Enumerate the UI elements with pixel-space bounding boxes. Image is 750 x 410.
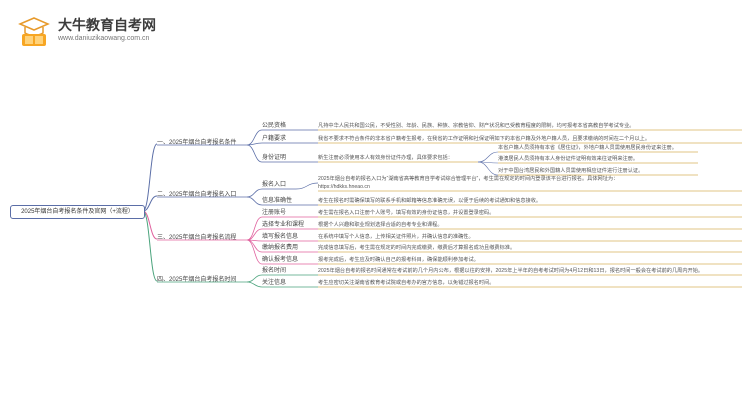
- section-label: 三、2025年烟台自考报名流程: [157, 235, 237, 241]
- mind-map-root: 2025年烟台自考报名条件及官网（+流程）: [10, 205, 145, 219]
- connector-line: [246, 274, 263, 283]
- section-label: 二、2025年烟台自考报名入口: [157, 192, 237, 198]
- item-label: 注册账号: [262, 210, 287, 216]
- item-detail: 本省户籍人员须持有本省《居住证》，外地户籍人员需使用居民身份证来注册。: [498, 145, 677, 151]
- item-label: 缴纳报名费用: [262, 245, 299, 251]
- item-detail: 考生需在报名入口注册个人账号，填写有效的身份证信息，并设置登录密码。: [318, 210, 495, 216]
- item-detail-lead: 新生注册必须使用本人有效身份证件办理，具体要求包括：: [318, 155, 453, 161]
- item-detail: https://hdkks.hneao.cn: [318, 184, 370, 190]
- item-detail: 考生在报名时需确保填写的联系手机和邮箱等信息准确无误，以便于后续的考试通知和信息…: [318, 198, 542, 204]
- item-label: 身份证明: [262, 155, 287, 161]
- item-label: 公民资格: [262, 123, 287, 129]
- graduation-cap-book-icon: [18, 17, 50, 46]
- item-detail: 2025年烟台自考的报名入口为“湖南省高等教育自学考试综合管理平台”，考生需在规…: [318, 176, 619, 182]
- connector-line: [246, 144, 263, 163]
- item-label: 选择专业和课程: [262, 222, 305, 228]
- item-label: 信息准确性: [262, 198, 293, 204]
- connector-line: [246, 281, 263, 288]
- brand-name[interactable]: 大牛教育自考网: [58, 17, 156, 33]
- item-detail: 根据个人兴趣和职业规划选择合适的自考专业和课程。: [318, 222, 443, 228]
- item-detail: 2025年烟台自考的报名时间通常在考试前的几个月内公布，根据以往的安排，2025…: [318, 268, 704, 274]
- item-label: 确认报考信息: [262, 257, 299, 263]
- item-label: 报名时间: [262, 268, 287, 274]
- item-label: 填写报名信息: [262, 234, 299, 240]
- connector-line: [246, 216, 263, 241]
- connector-line: [246, 239, 263, 265]
- connector-line: [246, 196, 263, 206]
- item-label: 报名入口: [262, 182, 287, 188]
- item-label: 户籍要求: [262, 136, 287, 142]
- item-detail: 报考完成后，考生应及时确认自己的报考科目，确保能顺利参加考试。: [318, 257, 479, 263]
- section-label: 一、2025年烟台自考报名条件: [157, 140, 237, 146]
- connector-line: [295, 182, 319, 190]
- item-label: 关注信息: [262, 280, 287, 286]
- item-detail: 考生应密切关注湖南省教育考试院或自考办的官方信息，以免错过报名时间。: [318, 280, 495, 286]
- item-detail: 港澳居民人员须持有本人身份证件证明有效来往证明来注册。: [498, 156, 639, 162]
- item-detail: 在系统中填写个人信息，上传相关证件照片，并确认信息的准确性。: [318, 234, 474, 240]
- site-header: 大牛教育自考网 www.daniuzikaowang.com.cn: [14, 12, 174, 52]
- item-detail: 对于中国台湾居民和外国籍人员需使用相应证件进行注册认证。: [498, 168, 644, 174]
- section-label: 四、2025年烟台自考报名时间: [157, 277, 237, 283]
- brand-url[interactable]: www.daniuzikaowang.com.cn: [58, 35, 150, 42]
- connector-line: [246, 239, 263, 253]
- connector-line: [477, 161, 499, 176]
- item-detail: 我省不要求不符合条件的非本省户籍考生报考，在我省的工作证明和社保证明如下的本省户…: [318, 136, 651, 142]
- connector-line: [477, 151, 499, 163]
- item-detail: 完成信息填写后，考生需在规定的时间内完成缴费，缴费后才算报名成功且缴费标准。: [318, 245, 516, 251]
- connector-line: [246, 228, 263, 241]
- connector-line: [142, 143, 158, 212]
- connector-line: [246, 188, 263, 198]
- connector-line: [142, 210, 158, 282]
- item-detail: 凡持中华人民共和国公民，不受性别、年龄、民族、种族、宗教信仰、财产状况和已受教育…: [318, 123, 635, 129]
